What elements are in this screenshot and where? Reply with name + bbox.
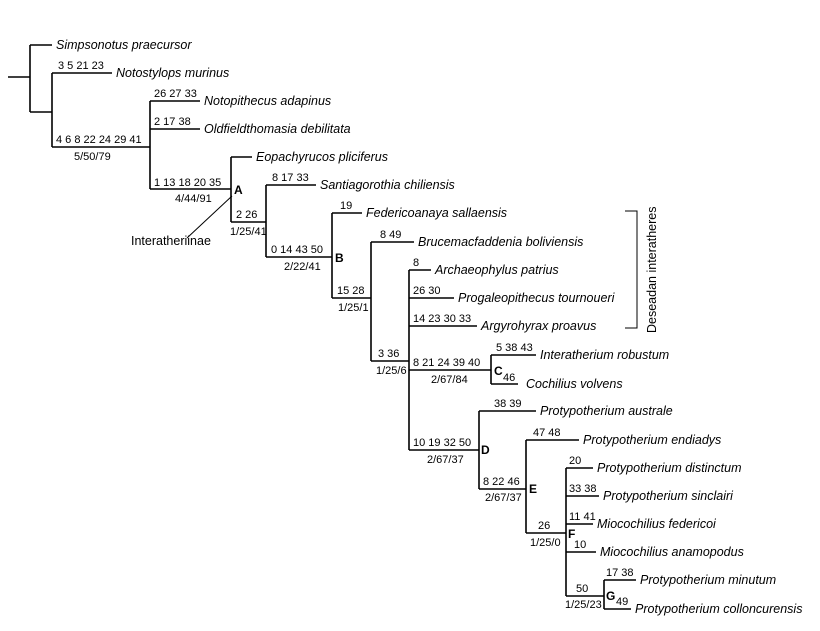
- taxon-notopithecus: Notopithecus adapinus: [204, 94, 331, 108]
- support-node-main: 5/50/79: [74, 151, 111, 163]
- tree-branches: [8, 44, 636, 610]
- chars-cochilius: 46: [503, 372, 515, 384]
- taxon-protypotherium-minutum: Protypotherium minutum: [640, 573, 776, 587]
- chars-protypotherium-sinclairi: 33 38: [569, 483, 597, 495]
- chars-argyrohyrax: 14 23 30 33: [413, 313, 471, 325]
- support-node-post: 1/25/6: [376, 365, 407, 377]
- chars-node-c: 8 21 24 39 40: [413, 357, 480, 369]
- taxon-argyrohyrax: Argyrohyrax proavus: [480, 319, 596, 333]
- clade-label-d: D: [481, 443, 490, 457]
- chars-brucemacfaddenia: 8 49: [380, 229, 401, 241]
- support-node-deseadan: 1/25/1: [338, 302, 369, 314]
- chars-santiagorothia: 8 17 33: [272, 172, 309, 184]
- chars-node-g: 50: [576, 583, 588, 595]
- character-labels: 3 5 21 23 26 27 33 2 17 38 4 6 8 22 24 2…: [56, 60, 634, 608]
- support-node-c: 2/67/84: [431, 374, 468, 386]
- clade-label-c: C: [494, 364, 503, 378]
- support-labels: 5/50/79 4/44/91 1/25/41 2/22/41 1/25/1 1…: [74, 151, 602, 611]
- chars-node-a-inner: 2 26: [236, 209, 257, 221]
- chars-interatherium: 5 38 43: [496, 342, 533, 354]
- interatheriinae-pointer: [186, 195, 233, 239]
- taxon-protypotherium-endiadys: Protypotherium endiadys: [583, 433, 721, 447]
- chars-oldfieldthomasia: 2 17 38: [154, 116, 191, 128]
- taxon-protypotherium-australe: Protypotherium australe: [540, 404, 673, 418]
- chars-federicoanaya: 19: [340, 200, 352, 212]
- taxon-cochilius: Cochilius volvens: [526, 377, 623, 391]
- deseadan-bracket: [625, 210, 638, 329]
- deseadan-interatheres-label: Deseadan interatheres: [645, 207, 659, 333]
- chars-miocochilius-federicoi: 11 41: [569, 511, 596, 523]
- chars-protypotherium-endiadys: 47 48: [533, 427, 561, 439]
- chars-node-a: 1 13 18 20 35: [154, 177, 221, 189]
- chars-archaeophylus: 8: [413, 257, 419, 269]
- chars-protypotherium-australe: 38 39: [494, 398, 522, 410]
- taxon-notostylops: Notostylops murinus: [116, 66, 229, 80]
- taxon-interatherium: Interatherium robustum: [540, 348, 669, 362]
- taxon-eopachyrucos: Eopachyrucos pliciferus: [256, 150, 388, 164]
- taxon-santiagorothia: Santiagorothia chiliensis: [320, 178, 455, 192]
- chars-notostylops: 3 5 21 23: [58, 60, 104, 72]
- chars-protypotherium-colloncurensis: 49: [616, 596, 628, 608]
- chars-node-b: 0 14 43 50: [271, 244, 323, 256]
- chars-protypotherium-distinctum: 20: [569, 455, 581, 467]
- chars-miocochilius-anamopodus: 10: [574, 539, 586, 551]
- clade-label-f: F: [568, 527, 575, 541]
- taxon-brucemacfaddenia: Brucemacfaddenia boliviensis: [418, 235, 583, 249]
- chars-protypotherium-minutum: 17 38: [606, 567, 634, 579]
- support-node-e: 2/67/37: [485, 492, 522, 504]
- taxon-simpsonotus: Simpsonotus praecursor: [56, 38, 192, 52]
- chars-node-d: 10 19 32 50: [413, 437, 471, 449]
- clade-label-e: E: [529, 482, 537, 496]
- chars-node-f: 26: [538, 520, 550, 532]
- clade-label-a: A: [234, 183, 243, 197]
- support-node-d: 2/67/37: [427, 454, 464, 466]
- taxon-progaleopithecus: Progaleopithecus tournoueri: [458, 291, 616, 305]
- taxon-archaeophylus: Archaeophylus patrius: [434, 263, 559, 277]
- taxon-protypotherium-colloncurensis: Protypotherium colloncurensis: [635, 602, 802, 616]
- taxon-federicoanaya: Federicoanaya sallaensis: [366, 206, 507, 220]
- taxon-miocochilius-federicoi: Miocochilius federicoi: [597, 517, 717, 531]
- clade-label-b: B: [335, 251, 344, 265]
- chars-node-main: 4 6 8 22 24 29 41: [56, 134, 142, 146]
- support-node-a-inner: 1/25/41: [230, 226, 267, 238]
- taxon-miocochilius-anamopodus: Miocochilius anamopodus: [600, 545, 744, 559]
- taxon-labels: Simpsonotus praecursor Notostylops murin…: [56, 38, 802, 616]
- support-node-a: 4/44/91: [175, 193, 212, 205]
- support-node-b: 2/22/41: [284, 261, 321, 273]
- taxon-oldfieldthomasia: Oldfieldthomasia debilitata: [204, 122, 351, 136]
- chars-node-deseadan: 15 28: [337, 285, 365, 297]
- interatheriinae-label: Interatheriinae: [131, 234, 211, 248]
- chars-node-e: 8 22 46: [483, 476, 520, 488]
- taxon-protypotherium-distinctum: Protypotherium distinctum: [597, 461, 742, 475]
- clade-label-g: G: [606, 589, 615, 603]
- chars-progaleopithecus: 26 30: [413, 285, 441, 297]
- chars-node-post: 3 36: [378, 348, 399, 360]
- support-node-g: 1/25/23: [565, 599, 602, 611]
- taxon-protypotherium-sinclairi: Protypotherium sinclairi: [603, 489, 734, 503]
- support-node-f: 1/25/0: [530, 537, 561, 549]
- clade-letters: A B C D E F G: [234, 183, 615, 603]
- chars-notopithecus: 26 27 33: [154, 88, 197, 100]
